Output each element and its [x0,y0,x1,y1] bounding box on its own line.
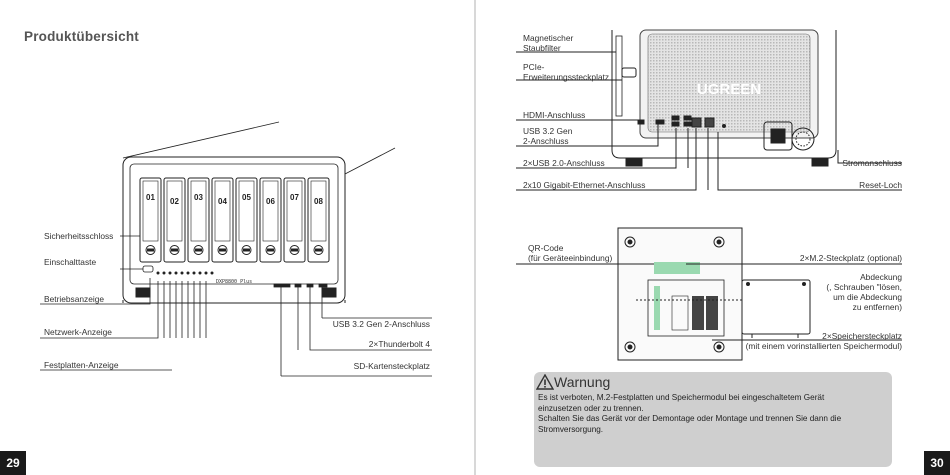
indicator-led [162,271,166,275]
label-usb-gen2-1: USB 3.2 Gen [523,126,573,136]
drive-bay [283,177,306,263]
nas-rear-illustration: UGREEN [516,29,902,361]
label-reset: Reset-Loch [859,180,902,190]
page-number-left: 29 [0,451,26,475]
drive-bay [187,177,210,263]
drive-bay [307,177,330,263]
label-memory-2: (mit einem vorinstallierten Speichermodu… [745,341,902,351]
drive-bay-number: 05 [242,193,251,202]
bay-lock-icon[interactable] [169,245,180,255]
label-network-led: Netzwerk-Anzeige [44,327,112,337]
drive-bay-face [166,180,183,242]
bay-lock-icon[interactable] [265,245,276,255]
indicator-led [168,271,172,275]
indicator-led [198,271,202,275]
drive-bay-face [214,180,231,242]
label-pcie-1: PCIe- [523,62,545,72]
label-cover-2: (, Schrauben "lösen, [826,282,902,292]
drive-bay-number: 04 [218,197,227,206]
label-dust-filter-1: Magnetischer [523,33,574,43]
drive-bay-number: 01 [146,193,155,202]
label-pcie-2: Erweiterungssteckplatz [523,72,610,82]
warning-text: Es ist verboten, M.2-Festplatten und Spe… [538,393,888,435]
bay-lock-icon[interactable] [217,245,228,255]
drive-bay-face [142,180,159,242]
bay-lock-slot [171,248,178,252]
label-usb-front: USB 3.2 Gen 2-Anschluss [332,319,430,329]
label-sd-slot: SD-Kartensteckplatz [353,361,430,371]
drive-bay-face [238,180,255,242]
drive-bay-face [286,180,303,242]
label-m2-slot: 2×M.2-Steckplatz (optional) [799,253,902,263]
page-title: Produktübersicht [24,29,139,44]
drive-bay [235,177,258,263]
label-memory-1: 2×Speichersteckplatz [822,331,902,341]
drive-bay-face [262,180,279,242]
indicator-led [186,271,190,275]
indicator-led [174,271,178,275]
brand-logo: UGREEN [697,81,761,98]
indicator-led [156,271,160,275]
bay-lock-slot [267,248,274,252]
bay-lock-slot [219,248,226,252]
drive-bay-face [190,180,207,242]
label-usb2: 2×USB 2.0-Anschluss [523,158,605,168]
label-security-lock: Sicherheitsschloss [44,231,114,241]
device-model-text: DXP8800 Plus [216,279,252,285]
page-gutter [474,0,476,475]
label-cover-3: um die Abdeckung [833,292,902,302]
drive-bay-face [310,180,327,242]
label-power-port: Stromanschluss [842,158,902,168]
warning-box: Warnung Es ist verboten, M.2-Festplatten… [534,372,892,467]
bay-lock-icon[interactable] [241,245,252,255]
bay-lock-slot [243,248,250,252]
label-qr-1: QR-Code [528,243,564,253]
warning-triangle-icon [536,374,554,390]
warning-line: einzusetzen oder zu trennen. [538,403,644,413]
bay-lock-icon[interactable] [193,245,204,255]
nas-front-illustration: 01 02 03 04 05 06 07 08 DXP8800 Plus [40,121,432,377]
bay-lock-slot [195,248,202,252]
bay-lock-icon[interactable] [145,245,156,255]
drive-bay [259,177,282,263]
label-power-button: Einschalttaste [44,257,97,267]
drive-bay-number: 03 [194,193,203,202]
warning-line: Stromversorgung. [538,424,604,434]
page-number-right: 30 [924,451,950,475]
warning-line: Schalten Sie das Gerät vor der Demontage… [538,414,842,424]
bay-lock-slot [315,248,322,252]
drive-bay-number: 06 [266,197,275,206]
bay-lock-slot [147,248,154,252]
label-hdmi: HDMI-Anschluss [523,110,586,120]
drive-bay [163,177,186,263]
warning-title: Warnung [554,374,611,390]
bay-lock-icon[interactable] [313,245,324,255]
label-dust-filter-2: Staubfilter [523,43,561,53]
drive-bay-number: 08 [314,197,323,206]
label-cover-1: Abdeckung [860,272,902,282]
warning-line: Es ist verboten, M.2-Festplatten und Spe… [538,393,825,402]
drive-bay [139,177,162,263]
drive-bay-number: 02 [170,197,179,206]
label-qr-2: (für Geräteeinbindung) [528,253,613,263]
bay-lock-slot [291,248,298,252]
label-usb-gen2-2: 2-Anschluss [523,136,569,146]
drive-bay [211,177,234,263]
label-cover-4: zu entfernen) [852,302,902,312]
indicator-led [180,271,184,275]
label-ethernet: 2x10 Gigabit-Ethernet-Anschluss [523,180,646,190]
bay-lock-icon[interactable] [289,245,300,255]
drive-bay-number: 07 [290,193,299,202]
label-drive-led: Festplatten-Anzeige [44,360,119,370]
indicator-led [192,271,196,275]
label-thunderbolt: 2×Thunderbolt 4 [368,339,430,349]
indicator-led [210,271,214,275]
label-status-led: Betriebsanzeige [44,294,105,304]
left-page: Produktübersicht 01 02 03 04 05 06 07 08 [0,0,474,475]
indicator-led [204,271,208,275]
